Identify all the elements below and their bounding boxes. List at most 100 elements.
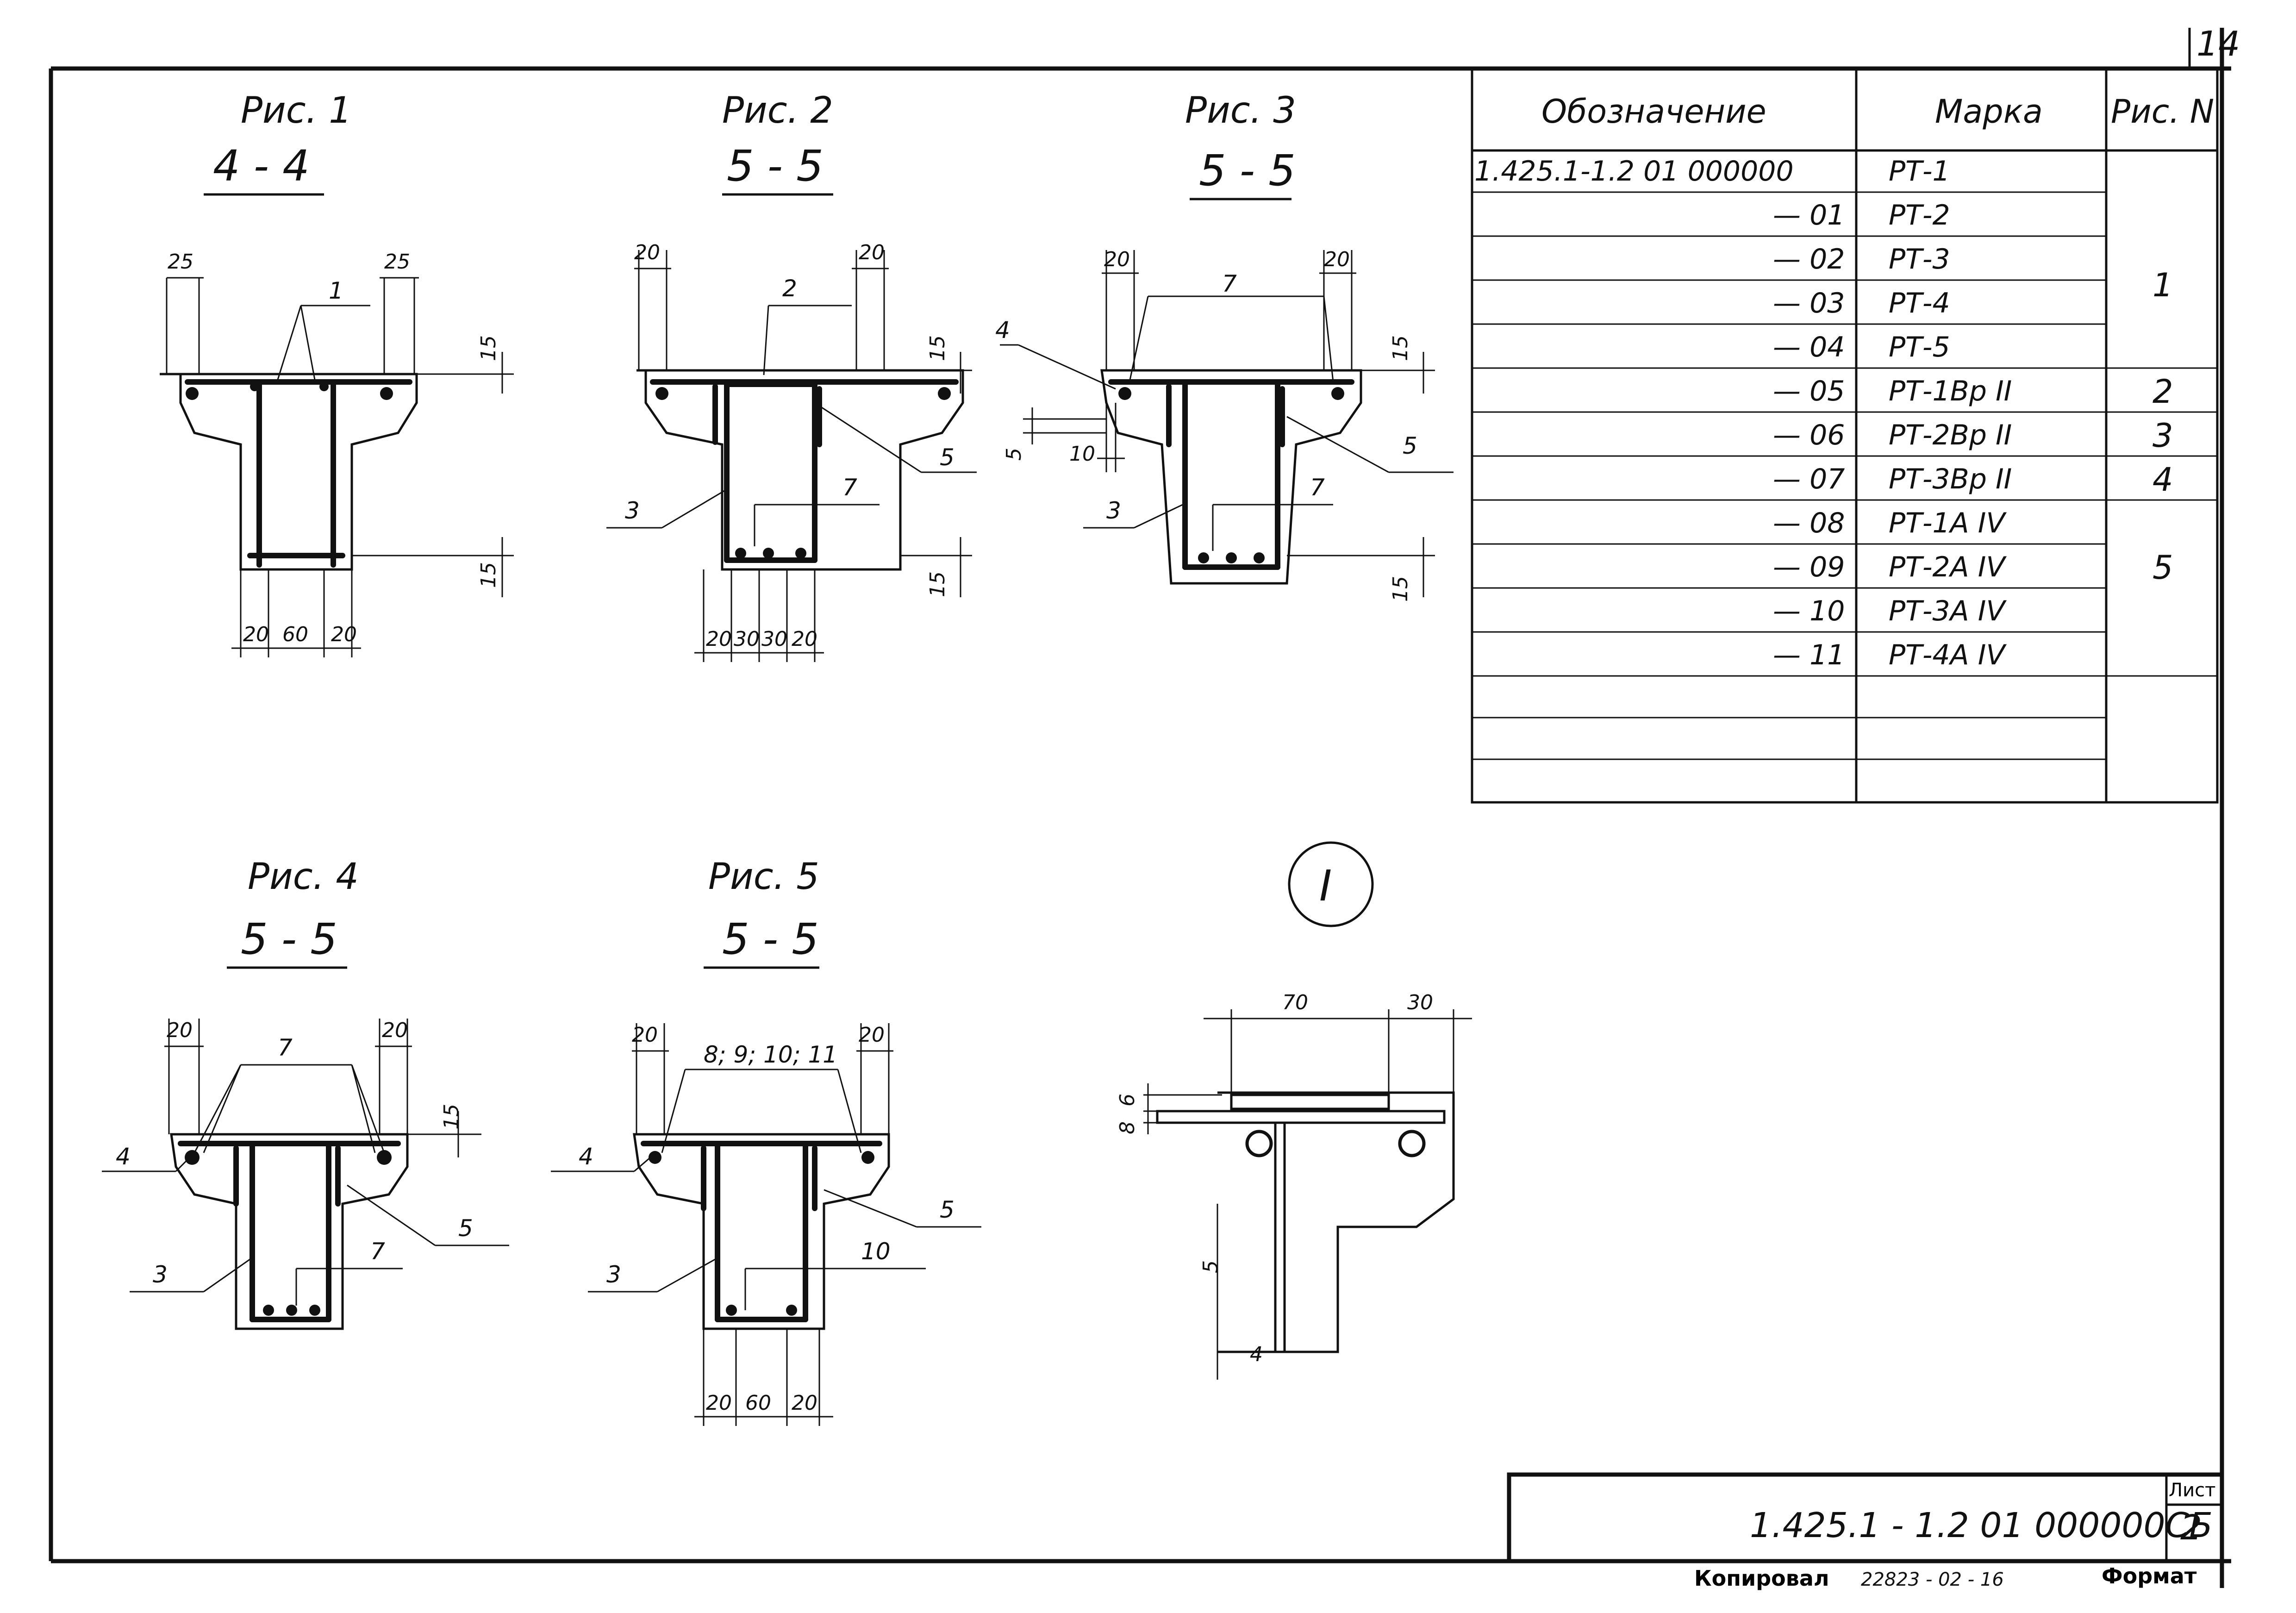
figure-4: Рис. 4 5 - 5 20 20 15 7 4 5 3 7: [102, 856, 509, 1330]
table-row-5-code: — 04: [1773, 331, 1845, 363]
table-row-10-code: — 09: [1773, 551, 1845, 583]
figure-3-dim-bot-h: 15: [1389, 576, 1412, 602]
table-row-1-mark: РТ-1: [1889, 155, 1950, 188]
figure-1-dim-bot-h: 15: [477, 562, 500, 588]
figure-3-lead-left: 3: [1106, 497, 1121, 524]
title-block: 1.425.1 - 1.2 01 000000СБ Лист 2 Копиров…: [1507, 1472, 2224, 1591]
table-row-10-mark: РТ-2А IV: [1889, 551, 2007, 583]
figure-3-lead-top: 7: [1222, 270, 1237, 297]
figure-2-dim-bottom-3: 30: [761, 627, 787, 651]
figure-2-tee-section: [636, 369, 964, 571]
figure-5-lead-inner: 10: [861, 1238, 891, 1265]
figure-3: Рис. 3 5 - 5 20 20 15 15 5 10 7 4: [995, 90, 1454, 602]
table-row-6-mark: РТ-1Вр II: [1889, 375, 2012, 407]
table-row-2-code: — 01: [1773, 199, 1845, 231]
sheet-label: Лист: [2169, 1480, 2215, 1501]
figure-2-lead-right: 5: [940, 444, 955, 471]
sheet-number: 2: [2180, 1508, 2202, 1548]
figure-5-section: 5 - 5: [722, 914, 819, 964]
figure-4-lead-inner: 7: [370, 1238, 385, 1265]
figure-4-lead-bottom-left: 3: [153, 1261, 168, 1288]
figure-1-dim-top-left: 25: [168, 250, 193, 274]
figure-5-lead-bottom-left: 3: [606, 1261, 621, 1288]
detail-dim-top-b: 30: [1407, 991, 1433, 1014]
corner-sheet-number: 14: [2196, 24, 2240, 64]
table-row-4-mark: РТ-4: [1889, 287, 1950, 319]
figure-4-dim-top-left: 20: [167, 1019, 193, 1042]
detail-dim-top-a: 70: [1282, 991, 1308, 1014]
figure-2: Рис. 2 5 - 5 20 20 15 15 20 30 30 20 2: [606, 90, 977, 662]
figure-3-caption: Рис. 3: [1185, 90, 1296, 131]
figure-1: Рис. 1 4 - 4 25 25 15 15 20 60 20 1: [160, 90, 514, 657]
figure-5-dim-top-right: 20: [859, 1023, 885, 1047]
table-row-1-code: 1.425.1-1.2 01 000000: [1474, 155, 1794, 188]
detail-dim-side-a: 8: [1116, 1121, 1139, 1134]
table-fig-group-4: 4: [2152, 461, 2173, 499]
figure-5-caption: Рис. 5: [708, 856, 819, 898]
figure-3-lead-right: 5: [1403, 432, 1417, 459]
figure-3-dim-top-h: 15: [1389, 335, 1412, 361]
figure-5-lead-right: 5: [940, 1196, 955, 1223]
figure-1-lead-1: 1: [329, 277, 343, 304]
table-row-6-code: — 05: [1773, 375, 1845, 407]
figure-4-section: 5 - 5: [241, 914, 337, 964]
copied-label: Копировал: [1694, 1566, 1829, 1591]
table-row-8-mark: РТ-3Вр II: [1889, 463, 2012, 495]
figure-2-dim-top-h: 15: [926, 335, 949, 361]
detail-marker-circle: [1288, 841, 1374, 927]
table-row-9-mark: РТ-1А IV: [1889, 507, 2007, 539]
table-row-7-mark: РТ-2Вр II: [1889, 419, 2012, 451]
figure-2-dim-bottom-1: 20: [706, 627, 732, 651]
spec-table: Обозначение Марка Рис. N 1.425.1-1.2 01 …: [1471, 67, 2219, 804]
figure-3-tee-section: [1100, 369, 1362, 585]
figure-2-lead-top: 2: [782, 275, 797, 302]
figure-2-dim-top-left: 20: [634, 241, 660, 264]
figure-1-dim-bottom-2: 60: [282, 623, 308, 646]
detail-dim-base: 4: [1250, 1343, 1263, 1366]
figure-2-lead-inner: 7: [842, 474, 857, 501]
table-header-designation: Обозначение: [1541, 93, 1766, 131]
table-fig-group-2: 2: [2152, 373, 2173, 411]
table-row-12-mark: РТ-4А IV: [1889, 639, 2007, 671]
figure-3-section: 5 - 5: [1199, 146, 1296, 195]
figure-2-dim-top-right: 20: [859, 241, 885, 264]
table-row-11-code: — 10: [1773, 595, 1845, 627]
detail-marker-label: I: [1319, 861, 1332, 911]
figure-4-dim-top-h: 15: [440, 1104, 463, 1130]
figure-5-lead-top: 8; 9; 10; 11: [704, 1041, 837, 1068]
figure-1-caption: Рис. 1: [241, 90, 352, 131]
table-header-mark: Марка: [1935, 93, 2043, 131]
table-row-7-code: — 06: [1773, 419, 1845, 451]
figure-5-lead-left: 4: [579, 1143, 593, 1170]
table-fig-group-1: 1: [2152, 266, 2173, 304]
figure-5-dim-bottom-3: 20: [792, 1391, 817, 1415]
figure-4-lead-left: 4: [116, 1143, 131, 1170]
figure-3-dim-top-right: 20: [1324, 248, 1350, 271]
figure-1-dim-bottom-3: 20: [331, 623, 357, 646]
figure-5: Рис. 5 5 - 5 20 20 20 60 20 8; 9; 10; 11…: [551, 856, 981, 1426]
figure-5-dim-bottom-2: 60: [745, 1391, 771, 1415]
detail-1: I 70 30 8 6 5 4: [1116, 841, 1472, 1380]
figure-2-dim-bottom-4: 20: [792, 627, 817, 651]
figure-1-dim-top-right: 25: [384, 250, 410, 274]
figure-4-caption: Рис. 4: [248, 856, 359, 898]
figure-2-caption: Рис. 2: [722, 90, 833, 131]
document-code: 1.425.1 - 1.2 01 000000СБ: [1750, 1506, 2213, 1545]
figure-1-tee-section: [160, 373, 418, 571]
figure-4-lead-right: 5: [458, 1215, 473, 1242]
table-row-4-code: — 03: [1773, 287, 1845, 319]
table-row-11-mark: РТ-3А IV: [1889, 595, 2007, 627]
table-fig-group-5: 5: [2152, 549, 2173, 587]
figure-2-section: 5 - 5: [727, 141, 824, 191]
detail-dim-vert: 5: [1199, 1260, 1223, 1273]
table-row-2-mark: РТ-2: [1889, 199, 1950, 231]
format-label: Формат: [2102, 1563, 2197, 1588]
figure-2-dim-bot-h: 15: [926, 571, 949, 597]
table-row-5-mark: РТ-5: [1889, 331, 1950, 363]
table-fig-group-3: 3: [2152, 417, 2173, 455]
table-row-12-code: — 11: [1773, 639, 1845, 671]
detail-dim-side-b: 6: [1116, 1094, 1139, 1107]
figure-2-dim-bottom-2: 30: [734, 627, 760, 651]
table-row-8-code: — 07: [1773, 463, 1845, 495]
